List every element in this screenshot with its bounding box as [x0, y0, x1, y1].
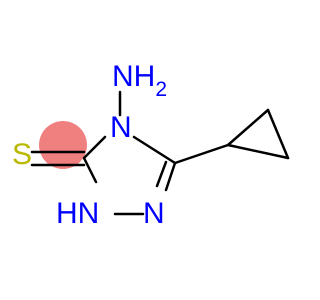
- cyclopropyl-bond-2: [266, 108, 290, 160]
- bond-c3-n1: [82, 156, 98, 184]
- bond-c5-cyclopropyl: [173, 143, 230, 165]
- bond-group: [30, 90, 290, 216]
- amino-group-label: NH2: [112, 60, 167, 101]
- ring-nitrogen-4-label: N: [110, 111, 132, 144]
- bond-n2-c5-a: [164, 161, 177, 192]
- bond-n4-c5: [132, 135, 177, 165]
- thione-sulfur-label: S: [12, 138, 32, 171]
- cyclopropyl-bond-3: [226, 143, 290, 160]
- ring-nitrogen-2-label: N: [143, 197, 165, 230]
- bond-n2-c5-b: [155, 160, 168, 188]
- ring-nh-label: HN: [56, 197, 99, 230]
- atom-highlight: [39, 121, 87, 169]
- bond-n4-c3: [82, 135, 107, 160]
- structure-drawing: NH2 N S HN N: [12, 60, 290, 230]
- molecule-canvas: NH2 N S HN N: [12, 60, 290, 230]
- cyclopropyl-bond-1: [226, 108, 270, 147]
